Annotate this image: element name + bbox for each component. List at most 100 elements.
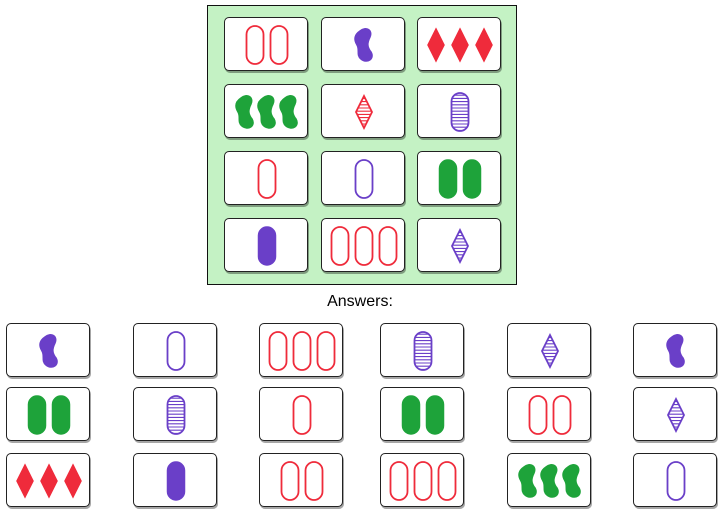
oval-symbol-group — [438, 159, 482, 199]
diamond-icon — [427, 27, 445, 63]
oval-icon — [450, 92, 470, 132]
board-card-5[interactable] — [321, 84, 405, 138]
squiggle-symbol-group — [39, 334, 58, 368]
board-card-12[interactable] — [417, 218, 501, 272]
oval-symbol-group — [528, 395, 572, 435]
oval-icon — [257, 159, 277, 199]
oval-symbol-group — [413, 331, 433, 371]
oval-icon — [552, 395, 572, 435]
oval-icon — [378, 226, 398, 266]
squiggle-symbol-group — [354, 28, 373, 62]
squiggle-icon — [39, 334, 58, 368]
diamond-symbol-group — [354, 93, 374, 131]
oval-symbol-group — [280, 461, 324, 501]
board-card-9[interactable] — [417, 151, 501, 205]
squiggle-icon — [666, 334, 685, 368]
oval-icon — [268, 331, 288, 371]
answers-heading: Answers: — [327, 293, 393, 310]
oval-icon — [354, 226, 374, 266]
board-card-11[interactable] — [321, 218, 405, 272]
answer-card-10[interactable] — [380, 387, 464, 441]
diamond-icon — [666, 396, 686, 434]
squiggle-icon — [518, 464, 537, 498]
diamond-icon — [540, 332, 560, 370]
oval-symbol-group — [354, 159, 374, 199]
oval-icon — [330, 226, 350, 266]
diamond-icon — [16, 463, 34, 499]
oval-icon — [27, 395, 47, 435]
board-card-8[interactable] — [321, 151, 405, 205]
oval-symbol-group — [166, 461, 186, 501]
diamond-icon — [354, 93, 374, 131]
squiggle-icon — [354, 28, 373, 62]
oval-symbol-group — [268, 331, 336, 371]
oval-icon — [166, 395, 186, 435]
squiggle-icon — [279, 95, 298, 129]
answer-card-5[interactable] — [507, 323, 591, 377]
oval-symbol-group — [389, 461, 457, 501]
oval-icon — [51, 395, 71, 435]
oval-icon — [280, 461, 300, 501]
diamond-icon — [450, 227, 470, 265]
oval-symbol-group — [166, 331, 186, 371]
diamond-icon — [40, 463, 58, 499]
diamond-icon — [475, 27, 493, 63]
oval-symbol-group — [292, 395, 312, 435]
answer-card-7[interactable] — [6, 387, 90, 441]
oval-icon — [166, 331, 186, 371]
answer-card-13[interactable] — [6, 453, 90, 507]
answer-card-12[interactable] — [633, 387, 717, 441]
oval-icon — [354, 159, 374, 199]
board-card-6[interactable] — [417, 84, 501, 138]
answer-card-18[interactable] — [633, 453, 717, 507]
answer-card-2[interactable] — [133, 323, 217, 377]
answer-card-6[interactable] — [633, 323, 717, 377]
answer-card-11[interactable] — [507, 387, 591, 441]
squiggle-symbol-group — [666, 334, 685, 368]
answer-card-17[interactable] — [507, 453, 591, 507]
board-card-10[interactable] — [224, 218, 308, 272]
squiggle-symbol-group — [518, 464, 581, 498]
board-card-2[interactable] — [321, 17, 405, 71]
oval-icon — [462, 159, 482, 199]
answer-card-16[interactable] — [380, 453, 464, 507]
oval-icon — [245, 25, 265, 65]
oval-symbol-group — [245, 25, 289, 65]
answer-card-14[interactable] — [133, 453, 217, 507]
diamond-symbol-group — [666, 396, 686, 434]
diamond-icon — [451, 27, 469, 63]
oval-icon — [304, 461, 324, 501]
oval-icon — [425, 395, 445, 435]
board-card-1[interactable] — [224, 17, 308, 71]
oval-icon — [401, 395, 421, 435]
oval-icon — [389, 461, 409, 501]
oval-icon — [292, 331, 312, 371]
diamond-icon — [64, 463, 82, 499]
board-card-7[interactable] — [224, 151, 308, 205]
oval-symbol-group — [27, 395, 71, 435]
oval-symbol-group — [666, 461, 686, 501]
board-card-3[interactable] — [417, 17, 501, 71]
answer-card-15[interactable] — [259, 453, 343, 507]
oval-icon — [437, 461, 457, 501]
oval-symbol-group — [257, 226, 277, 266]
diamond-symbol-group — [540, 332, 560, 370]
oval-icon — [438, 159, 458, 199]
squiggle-icon — [562, 464, 581, 498]
oval-icon — [166, 461, 186, 501]
answer-card-8[interactable] — [133, 387, 217, 441]
answer-card-1[interactable] — [6, 323, 90, 377]
squiggle-icon — [257, 95, 276, 129]
squiggle-icon — [540, 464, 559, 498]
answer-card-3[interactable] — [259, 323, 343, 377]
oval-symbol-group — [450, 92, 470, 132]
answer-card-9[interactable] — [259, 387, 343, 441]
answer-card-4[interactable] — [380, 323, 464, 377]
oval-icon — [292, 395, 312, 435]
squiggle-icon — [235, 95, 254, 129]
oval-symbol-group — [330, 226, 398, 266]
oval-icon — [257, 226, 277, 266]
squiggle-symbol-group — [235, 95, 298, 129]
board-card-4[interactable] — [224, 84, 308, 138]
oval-icon — [269, 25, 289, 65]
